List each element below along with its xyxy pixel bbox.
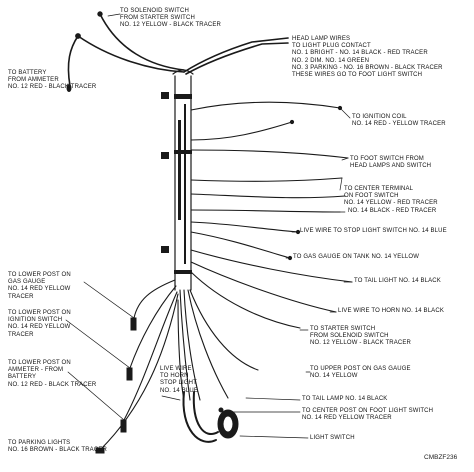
label-line: NO. 1 BRIGHT - NO. 14 BLACK - RED TRACER — [292, 50, 428, 57]
label-line: FROM STARTER SWITCH — [120, 15, 195, 22]
leader-lines — [65, 13, 353, 439]
upper-terminals — [66, 11, 103, 92]
label-head-lamp-wires: HEAD LAMP WIRES TO LIGHT PLUG CONTACT NO… — [292, 36, 443, 79]
label-line: TO FOOT SWITCH FROM — [350, 156, 424, 162]
label-line: AMMETER - FROM — [8, 367, 64, 374]
label-line: NO. 12 RED - BLACK TRACER — [8, 84, 97, 91]
label-line: BATTERY — [8, 374, 37, 381]
label-line: TO IGNITION COIL — [352, 114, 407, 120]
label-battery: TO BATTERY FROM AMMETER NO. 12 RED - BLA… — [8, 70, 96, 92]
label-line: TRACER — [8, 331, 34, 338]
label-line: NO. 12 RED - BLACK TRACER — [8, 381, 97, 388]
label-line: TO UPPER POST ON GAS GAUGE — [310, 366, 411, 372]
label-line: GAS GAUGE — [8, 279, 46, 286]
label-foot-switch: TO FOOT SWITCH FROM HEAD LAMPS AND SWITC… — [350, 156, 431, 170]
label-parking-lights: TO PARKING LIGHTS NO. 16 BROWN - BLACK T… — [8, 440, 107, 454]
label-line: TO BATTERY — [8, 70, 47, 76]
light-switch — [217, 407, 239, 439]
label-solenoid-switch: TO SOLENOID SWITCH FROM STARTER SWITCH N… — [120, 8, 221, 30]
label-line: NO. 14 YELLOW — [310, 373, 358, 380]
lower-bundle — [177, 289, 259, 401]
label-ignition-coil: TO IGNITION COIL NO. 14 RED - YELLOW TRA… — [352, 114, 446, 128]
label-line: NO. 14 RED YELLOW — [8, 324, 71, 331]
label-line: TO HORN — [160, 373, 189, 380]
label-line: NO. 2 DIM. NO. 14 GREEN — [292, 57, 370, 64]
label-line: TO LOWER POST ON — [8, 272, 71, 278]
label-line: TO SOLENOID SWITCH — [120, 8, 189, 14]
label-line: TO CENTER POST ON FOOT LIGHT SWITCH — [302, 408, 434, 414]
label-lower-post-ignition: TO LOWER POST ON IGNITION SWITCH NO. 14 … — [8, 310, 71, 339]
label-line: LIGHT SWITCH — [310, 435, 355, 441]
label-line: TO STARTER SWITCH — [310, 326, 376, 332]
label-line: TO CENTER TERMINAL — [344, 186, 414, 192]
label-line: TO TAIL LIGHT NO. 14 BLACK — [354, 278, 441, 284]
label-line: TRACER — [8, 293, 34, 300]
label-line: TO PARKING LIGHTS — [8, 440, 71, 446]
label-lower-post-ammeter: TO LOWER POST ON AMMETER - FROM BATTERY … — [8, 360, 96, 389]
label-stop-light-switch: LIVE WIRE TO STOP LIGHT SWITCH NO. 14 BL… — [300, 228, 447, 235]
label-line: NO. 14 YELLOW - RED TRACER — [344, 200, 438, 207]
label-line: TO LIGHT PLUG CONTACT — [292, 43, 371, 50]
upper-wires — [67, 13, 289, 87]
label-black-red-tracer: NO. 14 BLACK - RED TRACER — [348, 208, 436, 215]
label-upper-post-gas-gauge: TO UPPER POST ON GAS GAUGE NO. 14 YELLOW — [310, 366, 411, 380]
label-line: IGNITION SWITCH — [8, 317, 63, 324]
label-line: THESE WIRES GO TO FOOT LIGHT SWITCH — [292, 72, 423, 79]
harness-bands — [161, 92, 192, 274]
label-line: NO. 14 RED YELLOW — [8, 286, 71, 293]
label-line: NO. 12 YELLOW - BLACK TRACER — [120, 22, 222, 29]
figure-code: CMBZF236 — [424, 454, 458, 461]
label-line: NO. 3 PARKING - NO. 16 BROWN - BLACK TRA… — [292, 64, 443, 71]
label-line: NO. 16 BROWN - BLACK TRACER — [8, 447, 107, 454]
label-light-switch: LIGHT SWITCH — [310, 435, 355, 442]
label-line: STOP LIGHT — [160, 380, 197, 387]
left-branch-wires — [99, 279, 179, 451]
label-line: TO GAS GAUGE ON TANK NO. 14 YELLOW — [293, 254, 420, 260]
right-terminals — [287, 105, 343, 261]
label-live-wire-horn: LIVE WIRE TO HORN NO. 14 BLACK — [338, 308, 444, 315]
label-line: TO LOWER POST ON — [8, 310, 71, 316]
label-line: NO. 14 RED - YELLOW TRACER — [352, 121, 446, 128]
label-line: TO TAIL LAMP NO. 14 BLACK — [302, 396, 388, 402]
label-line: NO. 12 YELLOW - BLACK TRACER — [310, 340, 412, 347]
label-line: LIVE WIRE TO STOP LIGHT SWITCH NO. 14 BL… — [300, 228, 447, 234]
label-tail-lamp: TO TAIL LAMP NO. 14 BLACK — [302, 396, 387, 403]
light-switch-loop — [182, 391, 219, 443]
label-line: HEAD LAMPS AND SWITCH — [350, 163, 432, 170]
label-line: NO. 14 BLACK - RED TRACER — [348, 208, 437, 214]
label-line: NO. 14 RED YELLOW TRACER — [302, 415, 392, 422]
label-line: LIVE WIRE — [160, 366, 192, 372]
label-line: TO LOWER POST ON — [8, 360, 71, 366]
right-branch-wires — [190, 101, 353, 329]
label-tail-light: TO TAIL LIGHT NO. 14 BLACK — [354, 278, 441, 285]
label-line: FROM SOLENOID SWITCH — [310, 333, 389, 340]
label-live-wire-horn-stop-light: LIVE WIRE TO HORN STOP LIGHT NO. 14 BLUE — [160, 366, 198, 395]
label-starter-switch: TO STARTER SWITCH FROM SOLENOID SWITCH N… — [310, 326, 411, 348]
harness-trunk — [172, 69, 194, 291]
label-center-terminal: TO CENTER TERMINAL ON FOOT SWITCH NO. 14… — [344, 186, 438, 208]
label-center-post-foot-switch: TO CENTER POST ON FOOT LIGHT SWITCH NO. … — [302, 408, 433, 422]
label-line: HEAD LAMP WIRES — [292, 36, 351, 42]
label-line: LIVE WIRE TO HORN NO. 14 BLACK — [338, 308, 444, 314]
label-line: ON FOOT SWITCH — [344, 193, 399, 200]
label-gas-gauge-tank: TO GAS GAUGE ON TANK NO. 14 YELLOW — [293, 254, 419, 261]
label-line: FROM AMMETER — [8, 77, 59, 84]
label-line: NO. 14 BLUE — [160, 387, 198, 394]
label-lower-post-gas-gauge: TO LOWER POST ON GAS GAUGE NO. 14 RED YE… — [8, 272, 71, 301]
